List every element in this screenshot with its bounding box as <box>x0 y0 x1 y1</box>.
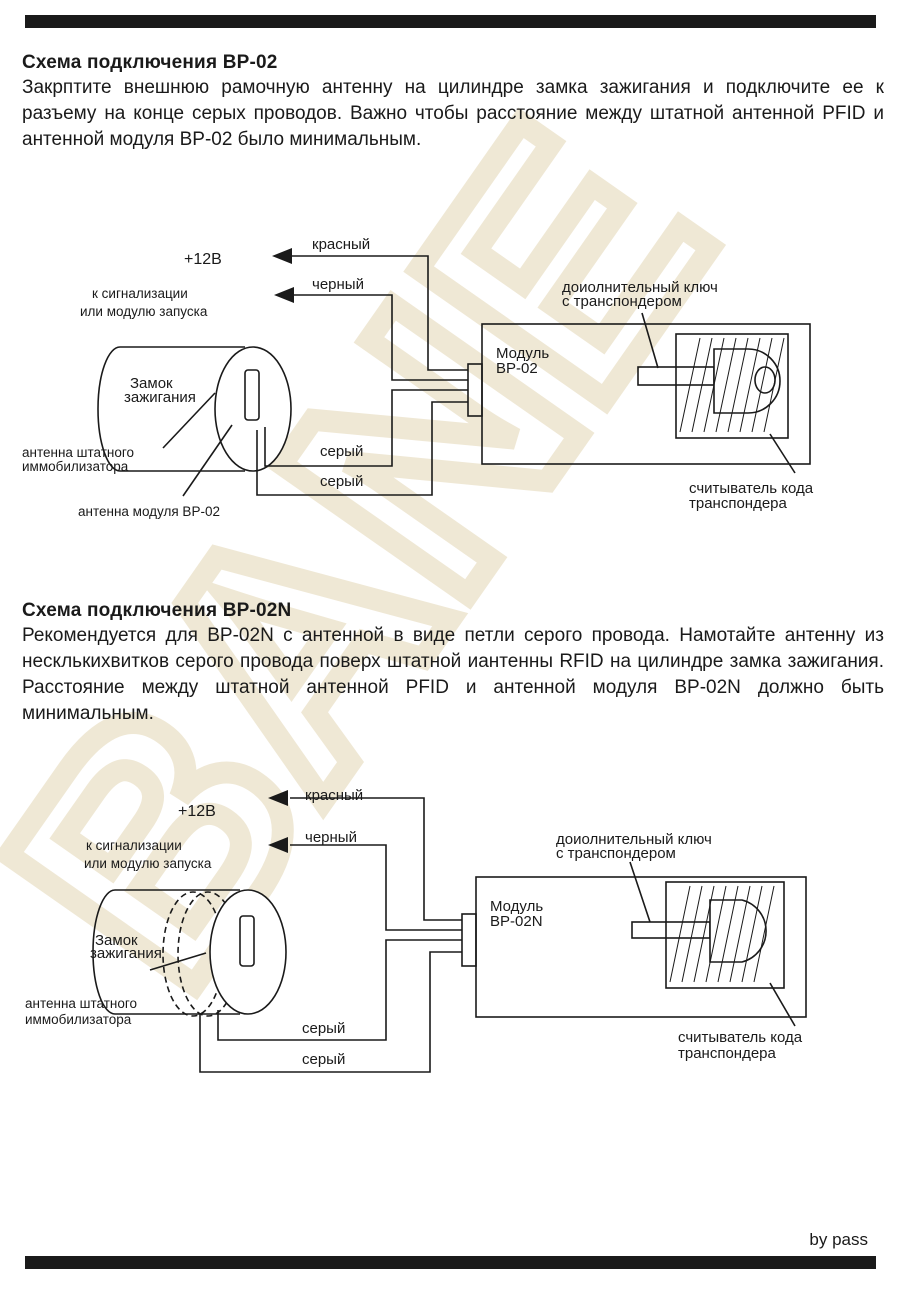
label-lock-2: зажигания <box>90 945 162 962</box>
label-lock-1: Замок <box>95 932 138 949</box>
label-stock-antenna-2: иммобилизатора <box>25 1012 132 1027</box>
label-key-2: с транспондером <box>562 293 682 310</box>
label-reader-1: считыватель кода <box>689 480 814 497</box>
section-paragraph: Рекомендуется для BP-02N с антенной в ви… <box>22 625 884 724</box>
arrow-left-icon <box>272 248 292 264</box>
label-wire-gray-2: серый <box>320 473 363 490</box>
arrow-left-icon <box>268 790 288 806</box>
label-module-2: BP-02N <box>490 913 543 930</box>
section-title: Схема подключения BP-02N <box>22 600 292 621</box>
reader-hatching <box>679 337 785 433</box>
label-key-1: доиолнительный ключ <box>556 831 712 848</box>
label-wire-gray-1: серый <box>320 443 363 460</box>
label-reader-2: транспондера <box>678 1045 777 1062</box>
section-bp02: Схема подключения BP-02 Закрптите внешню… <box>22 52 884 153</box>
label-module-1: Модуль <box>490 898 543 915</box>
label-reader-1: считыватель кода <box>678 1029 803 1046</box>
label-lock-1: Замок <box>130 375 173 392</box>
footer-label: by pass <box>809 1230 868 1249</box>
bottom-rule <box>25 1256 876 1269</box>
label-key-2: с транспондером <box>556 845 676 862</box>
label-reader-2: транспондера <box>689 495 788 512</box>
label-alarm-2: или модулю запуска <box>84 856 212 871</box>
arrow-left-icon <box>274 287 294 303</box>
label-stock-antenna-1: антенна штатного <box>22 445 134 460</box>
label-alarm-2: или модулю запуска <box>80 304 208 319</box>
label-module-1: Модуль <box>496 345 549 362</box>
label-plus12: +12В <box>178 803 216 820</box>
label-wire-red: красный <box>305 787 363 804</box>
arrow-left-icon <box>268 837 288 853</box>
label-stock-antenna-2: иммобилизатора <box>22 459 129 474</box>
label-module-2: BP-02 <box>496 360 538 377</box>
label-wire-gray-2: серый <box>302 1051 345 1068</box>
label-wire-red: красный <box>312 236 370 253</box>
label-wire-black: черный <box>305 829 357 846</box>
wiring-diagram-bp02n: +12В к сигнализации или модулю запуска к… <box>0 770 900 1090</box>
label-wire-black: черный <box>312 276 364 293</box>
top-rule <box>25 15 876 28</box>
label-alarm-1: к сигнализации <box>92 286 188 301</box>
label-stock-antenna-1: антенна штатного <box>25 996 137 1011</box>
section-paragraph: Закрптите внешнюю рамочную антенну на ци… <box>22 77 884 150</box>
label-wire-gray-1: серый <box>302 1020 345 1037</box>
reader-hatching <box>669 885 775 983</box>
label-alarm-1: к сигнализации <box>86 838 182 853</box>
wiring-diagram-bp02: +12В к сигнализации или модулю запуска к… <box>0 220 900 530</box>
label-lock-2: зажигания <box>124 389 196 406</box>
label-key-1: доиолнительный ключ <box>562 279 718 296</box>
section-bp02n: Схема подключения BP-02N Рекомендуется д… <box>22 600 884 727</box>
label-module-antenna: антенна модуля BP-02 <box>78 504 220 519</box>
section-title: Схема подключения BP-02 <box>22 52 278 73</box>
label-plus12: +12В <box>184 251 222 268</box>
